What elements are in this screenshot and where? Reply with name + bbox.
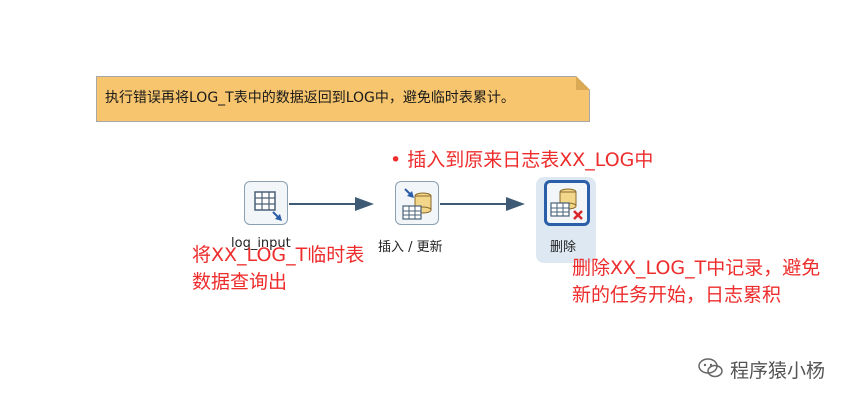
table-input-icon	[254, 191, 282, 221]
hop-input-to-insert[interactable]	[289, 197, 374, 211]
watermark-text: 程序猿小杨	[730, 360, 826, 382]
annotation-query-line2: 数据查询出	[192, 271, 288, 293]
annotation-delete-line1: 删除XX_LOG_T中记录，避免	[572, 257, 821, 279]
table-input-step-label: log_input	[231, 236, 291, 251]
delete-step-label: 删除	[550, 240, 577, 255]
delete-icon	[550, 188, 583, 220]
insert-update-step[interactable]	[395, 181, 439, 225]
table-input-step[interactable]	[244, 181, 288, 225]
insert-update-icon	[402, 188, 432, 220]
insert-update-step-label: 插入 / 更新	[378, 240, 443, 255]
wechat-icon	[698, 358, 723, 378]
note-box[interactable]: 执行错误再将LOG_T表中的数据返回到LOG中，避免临时表累计。	[96, 76, 590, 122]
note-text: 执行错误再将LOG_T表中的数据返回到LOG中，避免临时表累计。	[105, 90, 515, 106]
hop-insert-to-delete[interactable]	[440, 197, 525, 211]
annotation-insert: • 插入到原来日志表XX_LOG中	[390, 149, 654, 171]
delete-step[interactable]	[544, 180, 590, 226]
note-fold-corner	[576, 76, 590, 90]
annotation-delete-line2: 新的任务开始，日志累积	[572, 284, 782, 306]
annotation-query-line1: 将XX_LOG_T临时表	[192, 244, 365, 266]
